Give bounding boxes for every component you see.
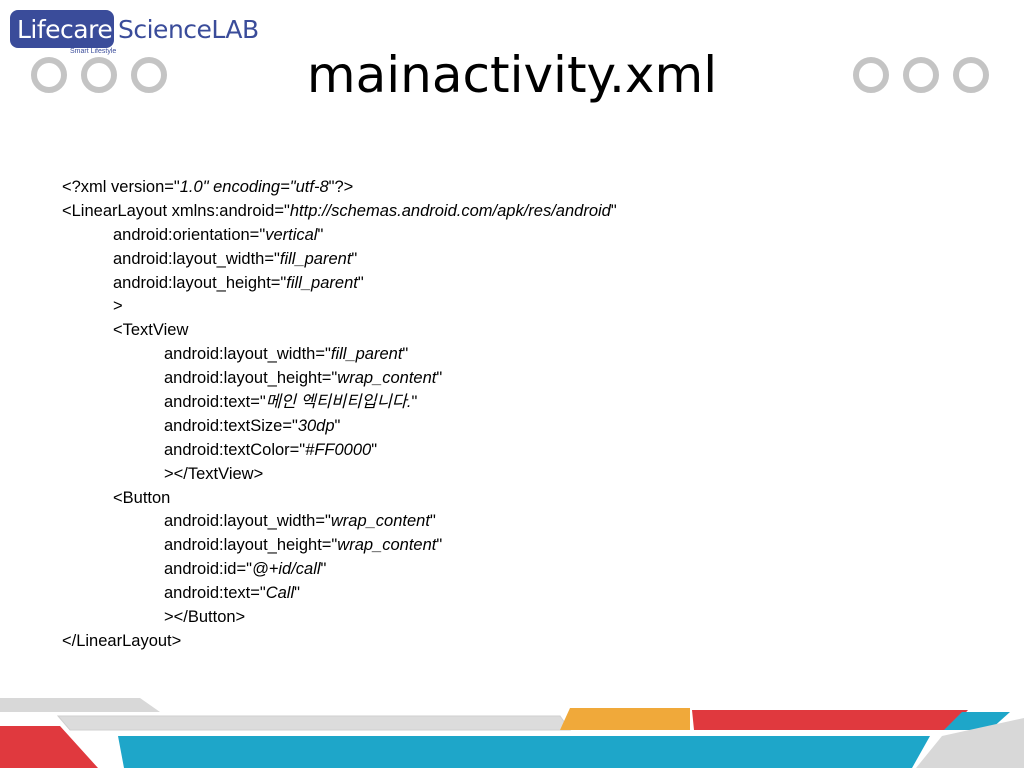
ring-icon bbox=[903, 57, 939, 93]
code-line-orientation: android:orientation="vertical" bbox=[113, 225, 324, 244]
logo-word-sciencelab: ScienceLAB bbox=[118, 15, 259, 44]
stripe-blue-main bbox=[118, 736, 930, 768]
stripe-orange bbox=[560, 708, 690, 730]
code-line-button-open: <Button bbox=[113, 488, 171, 507]
logo-badge bbox=[10, 10, 114, 48]
code-line-linearlayout-open: <LinearLayout xmlns:android="http://sche… bbox=[62, 201, 617, 220]
ring-decoration-left bbox=[31, 57, 167, 93]
xml-code-block: <?xml version="1.0" encoding="utf-8"?> <… bbox=[62, 176, 617, 654]
code-line-button-close: ></Button> bbox=[164, 608, 246, 627]
code-line-tv-textcolor: android:textColor="#FF0000" bbox=[164, 440, 378, 459]
ring-icon bbox=[953, 57, 989, 93]
stripe-gray-right bbox=[916, 718, 1024, 768]
code-line-btn-text: android:text="Call" bbox=[164, 584, 301, 603]
code-line-linearlayout-close: </LinearLayout> bbox=[62, 631, 182, 650]
code-line-btn-height: android:layout_height="wrap_content" bbox=[164, 536, 443, 555]
ring-icon bbox=[31, 57, 67, 93]
code-line-textview-close: ></TextView> bbox=[164, 464, 264, 483]
stripe-red-left bbox=[0, 726, 98, 768]
code-line-ll-close-bracket: > bbox=[113, 297, 123, 316]
ring-decoration-right bbox=[853, 57, 989, 93]
code-line-ll-height: android:layout_height="fill_parent" bbox=[113, 273, 364, 292]
footer-stripes bbox=[0, 698, 1024, 768]
code-line-btn-id: android:id="@+id/call" bbox=[164, 560, 327, 579]
logo-word-lifecare: Lifecare bbox=[17, 15, 113, 44]
code-line-tv-height: android:layout_height="wrap_content" bbox=[164, 369, 443, 388]
stripe-red-right bbox=[692, 710, 968, 730]
stripe-gray-long bbox=[56, 715, 571, 731]
logo-tagline: Smart Lifestyle bbox=[70, 48, 117, 55]
code-line-tv-textsize: android:textSize="30dp" bbox=[164, 416, 341, 435]
slide-title: mainactivity.xml bbox=[306, 46, 718, 104]
code-line-btn-width: android:layout_width="wrap_content" bbox=[164, 512, 436, 531]
ring-icon bbox=[131, 57, 167, 93]
code-line-tv-width: android:layout_width="fill_parent" bbox=[164, 345, 409, 364]
code-line-textview-open: <TextView bbox=[113, 321, 189, 340]
code-line-xml-declaration: <?xml version="1.0" encoding="utf-8"?> bbox=[62, 178, 354, 196]
code-line-ll-width: android:layout_width="fill_parent" bbox=[113, 249, 358, 268]
stripe-gray-top bbox=[0, 698, 160, 712]
ring-icon bbox=[853, 57, 889, 93]
ring-icon bbox=[81, 57, 117, 93]
code-line-tv-text: android:text="메인 엑티비티입니다." bbox=[164, 393, 418, 412]
